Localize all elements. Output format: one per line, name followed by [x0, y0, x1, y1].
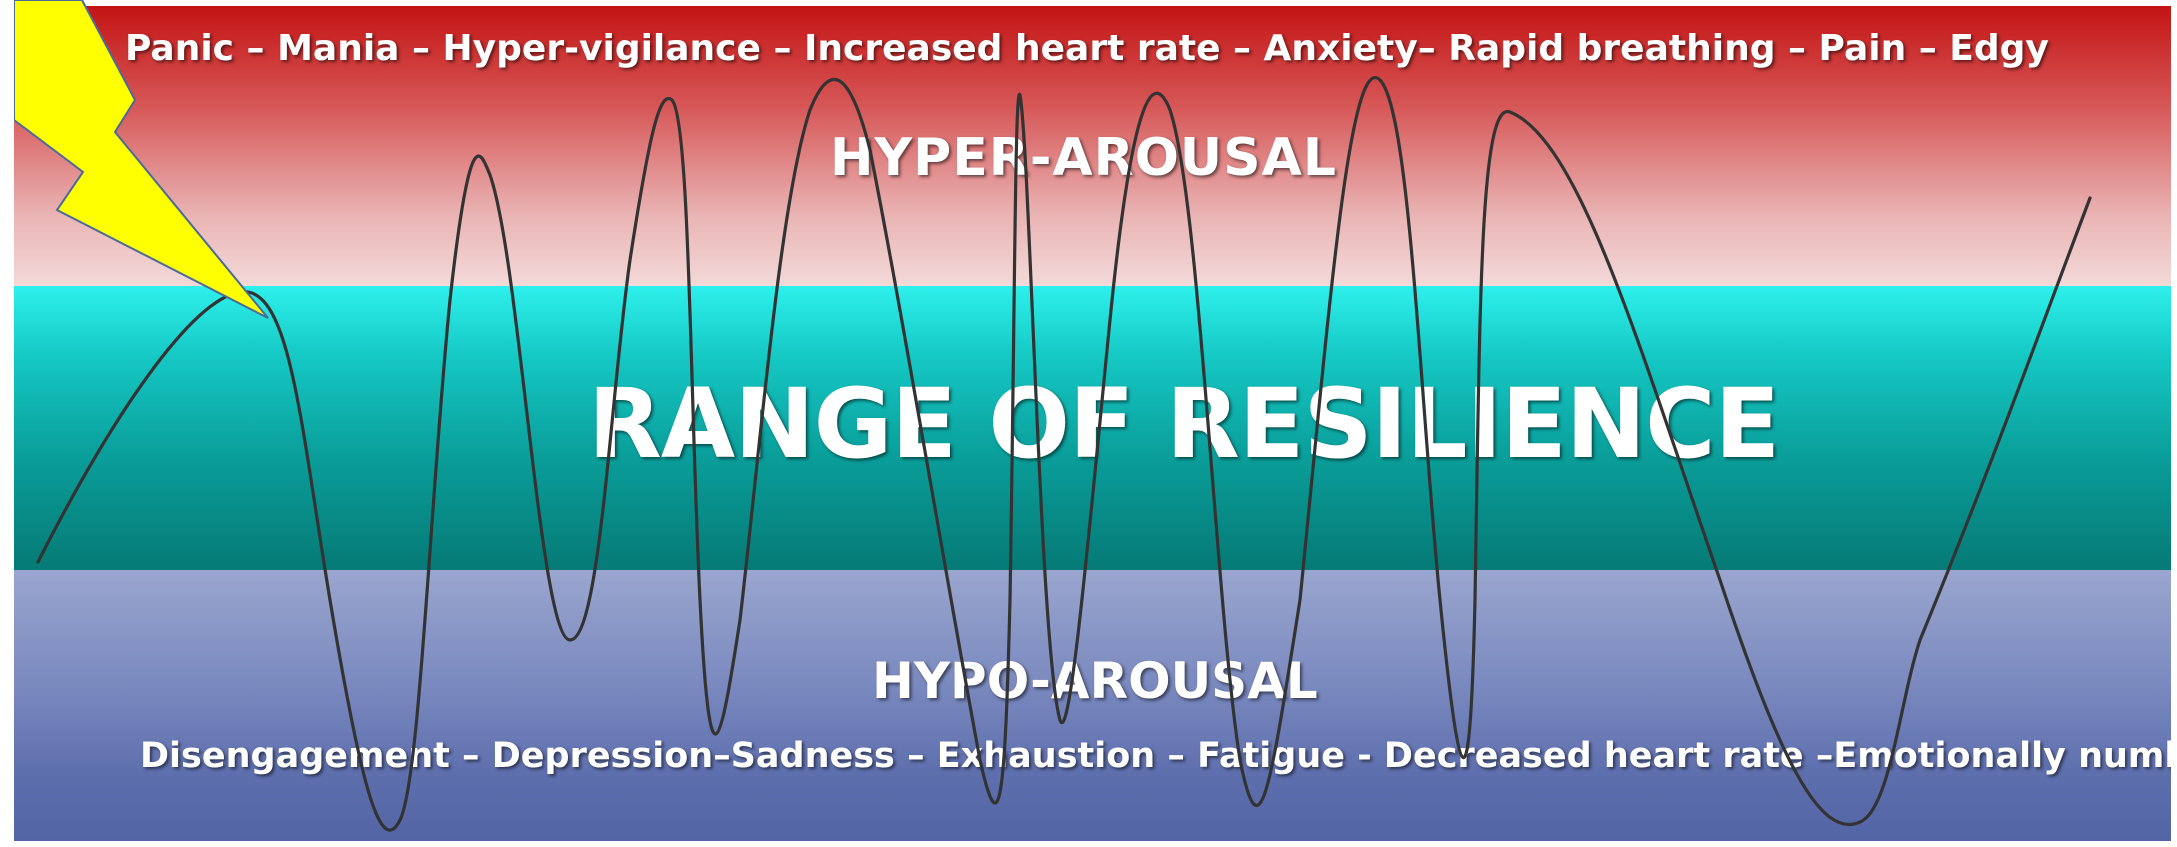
right-edge-fade: [2171, 0, 2177, 847]
left-edge-fade: [0, 0, 14, 847]
hypo-arousal-title: HYPO-AROUSAL: [872, 652, 1318, 710]
hyper-arousal-symptoms: Panic – Mania – Hyper-vigilance – Increa…: [125, 28, 2049, 69]
hypo-arousal-symptoms: Disengagement – Depression–Sadness – Exh…: [140, 736, 2177, 776]
resilience-zone: [14, 286, 2171, 570]
arousal-wave-line: [36, 76, 2092, 832]
resilience-title: RANGE OF RESILIENCE: [588, 368, 1780, 480]
lightning-bolt-icon: [13, 0, 269, 319]
hyper-arousal-title: HYPER-AROUSAL: [830, 128, 1337, 188]
hyper-arousal-zone: [14, 6, 2171, 286]
